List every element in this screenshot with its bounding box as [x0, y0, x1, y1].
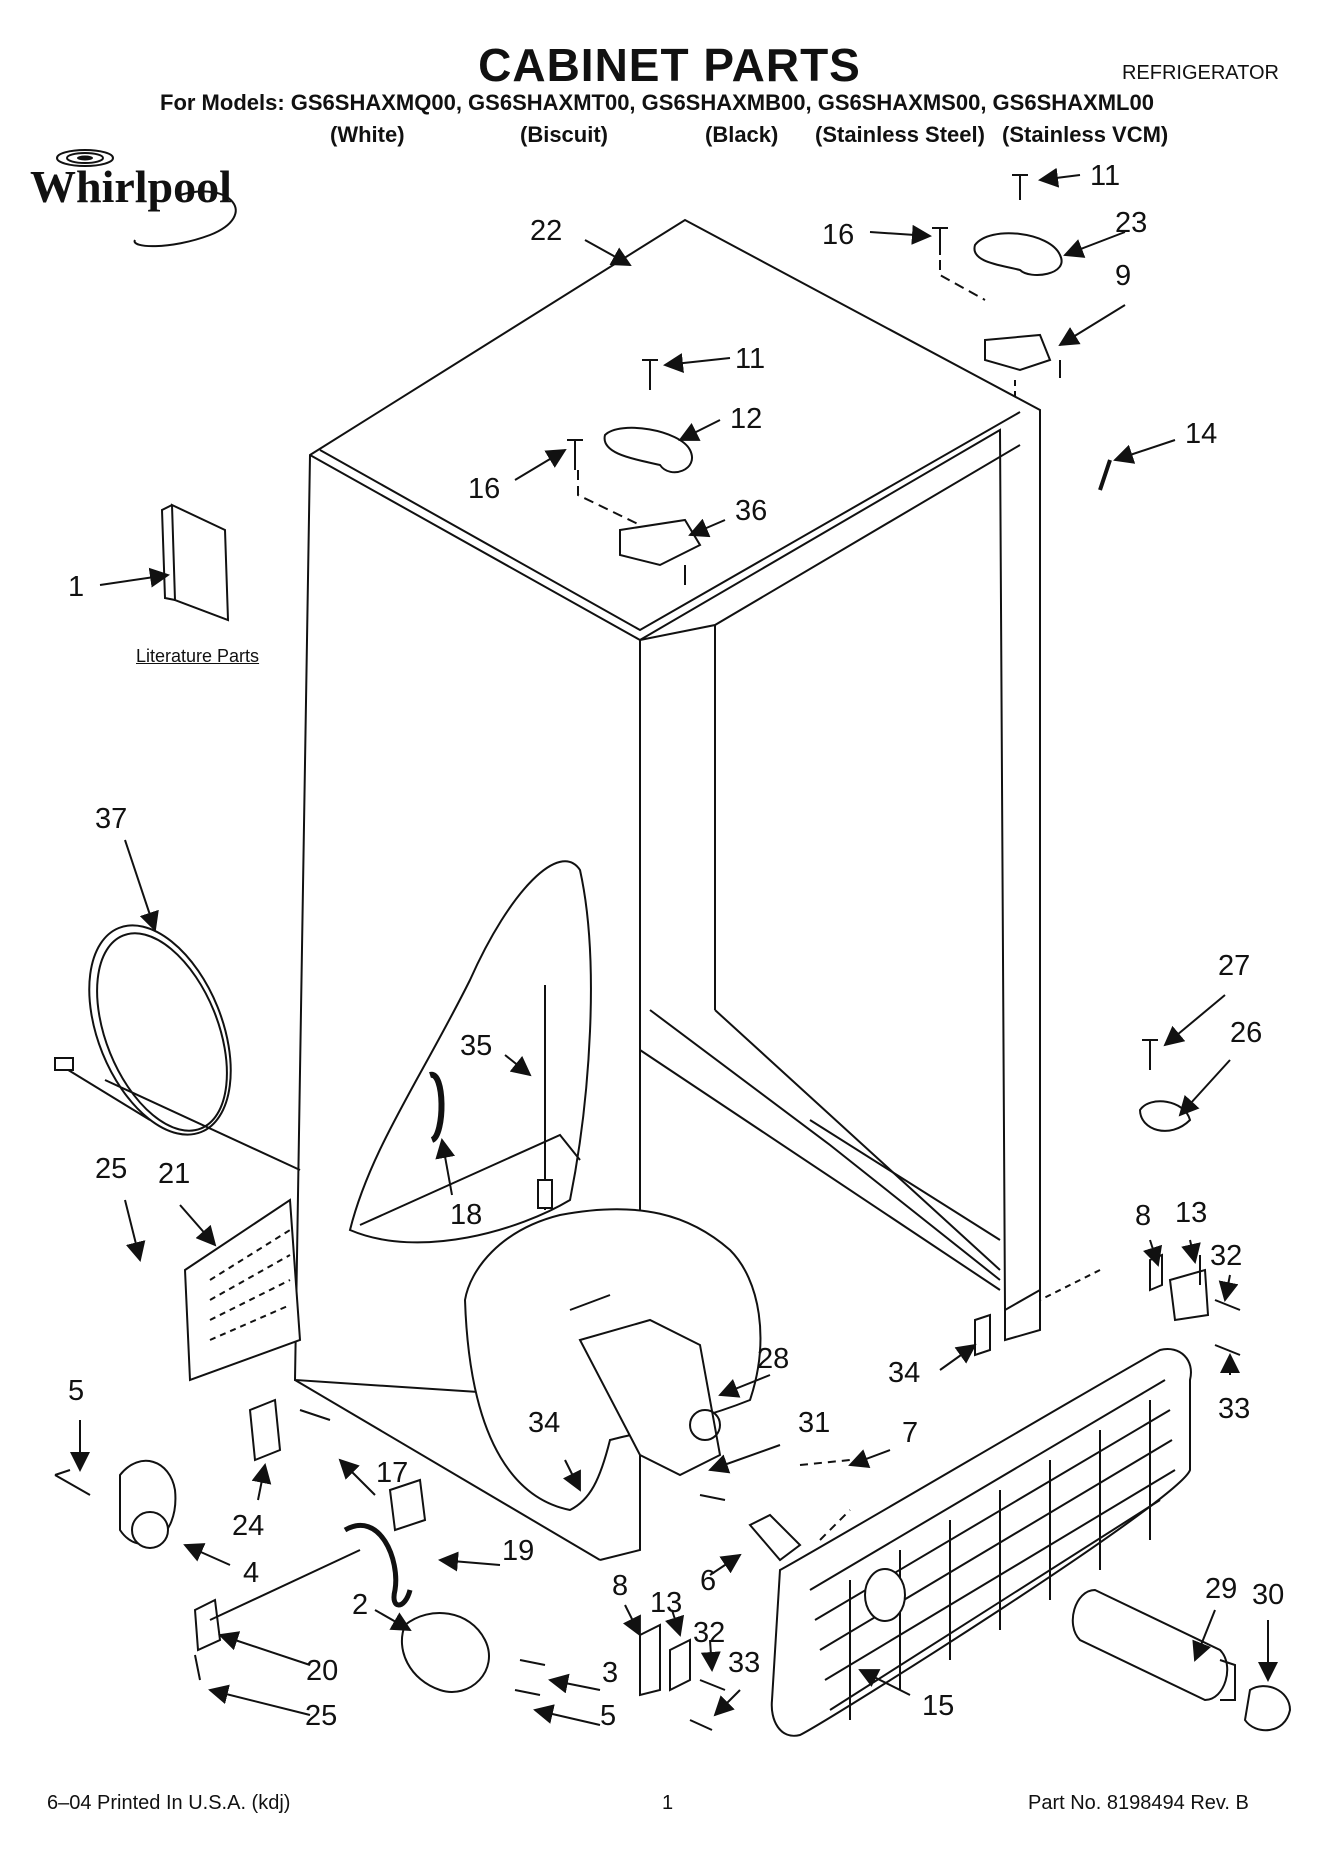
callout-25-lower: 25	[305, 1700, 337, 1732]
callout-25-upper: 25	[95, 1153, 127, 1185]
cutaway-drain	[463, 1208, 762, 1512]
variant-stainless-vcm: (Stainless VCM)	[1002, 122, 1169, 147]
variant-black: (Black)	[705, 122, 779, 147]
callout-26: 26	[1230, 1017, 1262, 1049]
callout-35: 35	[460, 1030, 492, 1062]
bottom-left-parts	[54, 1398, 851, 1731]
callout-4: 4	[243, 1557, 259, 1589]
callout-8-bottom: 8	[612, 1570, 628, 1602]
callout-5-left: 5	[68, 1375, 84, 1407]
callout-36: 36	[735, 495, 767, 527]
models-line: For Models: GS6SHAXMQ00, GS6SHAXMT00, GS…	[160, 90, 1154, 115]
callout-2: 2	[352, 1589, 368, 1621]
access-panel	[183, 1198, 302, 1382]
hinge-36	[619, 518, 702, 585]
callout-13-right: 13	[1175, 1197, 1207, 1229]
part-number: Part No. 8198494 Rev. B	[1028, 1792, 1249, 1814]
callout-16-top-right: 16	[822, 219, 854, 251]
callout-34-right: 34	[888, 1357, 920, 1389]
callout-27: 27	[1218, 950, 1250, 982]
callout-28: 28	[757, 1343, 789, 1375]
cutaway-water-tube	[348, 860, 592, 1244]
hinge-9	[984, 333, 1061, 378]
callout-34-left: 34	[528, 1407, 560, 1439]
callout-31: 31	[798, 1407, 830, 1439]
callout-15: 15	[922, 1690, 954, 1722]
callout-3: 3	[602, 1657, 618, 1689]
callout-13-bottom: 13	[650, 1587, 682, 1619]
screws-top	[567, 174, 1112, 526]
hinge-cover-23	[973, 232, 1063, 276]
literature-booklet	[160, 503, 230, 622]
callout-37: 37	[95, 803, 127, 835]
variant-stainless-steel: (Stainless Steel)	[815, 122, 985, 147]
callout-14: 14	[1185, 418, 1217, 450]
callout-23: 23	[1115, 207, 1147, 239]
callout-12: 12	[730, 403, 762, 435]
page-number: 1	[662, 1792, 674, 1814]
callout-32-bottom: 32	[693, 1617, 725, 1649]
page-title: CABINET PARTS	[478, 39, 861, 91]
whirlpool-logo-swirl	[56, 149, 237, 248]
water-filter-29	[1071, 1588, 1236, 1702]
water-line-coil	[54, 924, 301, 1171]
callout-30: 30	[1252, 1579, 1284, 1611]
callout-11-top-right: 11	[1090, 160, 1120, 192]
callout-11-center: 11	[735, 343, 765, 375]
callout-19: 19	[502, 1535, 534, 1567]
callout-22: 22	[530, 215, 562, 247]
callout-24: 24	[232, 1510, 264, 1542]
callout-16-center: 16	[468, 473, 500, 505]
callout-7: 7	[902, 1417, 918, 1449]
callout-33-right: 33	[1218, 1393, 1250, 1425]
callout-33-bottom: 33	[728, 1647, 760, 1679]
callout-32-right: 32	[1210, 1240, 1242, 1272]
callout-9: 9	[1115, 260, 1131, 292]
callout-5-bottom: 5	[600, 1700, 616, 1732]
callout-21: 21	[158, 1158, 190, 1190]
callout-1: 1	[68, 571, 84, 603]
callout-6: 6	[700, 1565, 716, 1597]
right-bracket-parts	[974, 1039, 1241, 1357]
leader-arrows	[70, 167, 1278, 1726]
variant-biscuit: (Biscuit)	[520, 122, 608, 147]
filter-cap-30	[1243, 1685, 1292, 1732]
literature-parts-label: Literature Parts	[136, 646, 260, 666]
callout-17: 17	[376, 1457, 408, 1489]
hinge-cover-12	[603, 426, 693, 474]
print-info: 6–04 Printed In U.S.A. (kdj)	[47, 1792, 291, 1814]
category-label: REFRIGERATOR	[1121, 62, 1279, 84]
callout-29: 29	[1205, 1573, 1237, 1605]
grille-15	[770, 1348, 1192, 1737]
callout-20: 20	[306, 1655, 338, 1687]
variant-white: (White)	[330, 122, 405, 147]
whirlpool-logo: Whirlpool	[30, 161, 232, 212]
callout-8-right: 8	[1135, 1200, 1151, 1232]
callout-18: 18	[450, 1199, 482, 1231]
